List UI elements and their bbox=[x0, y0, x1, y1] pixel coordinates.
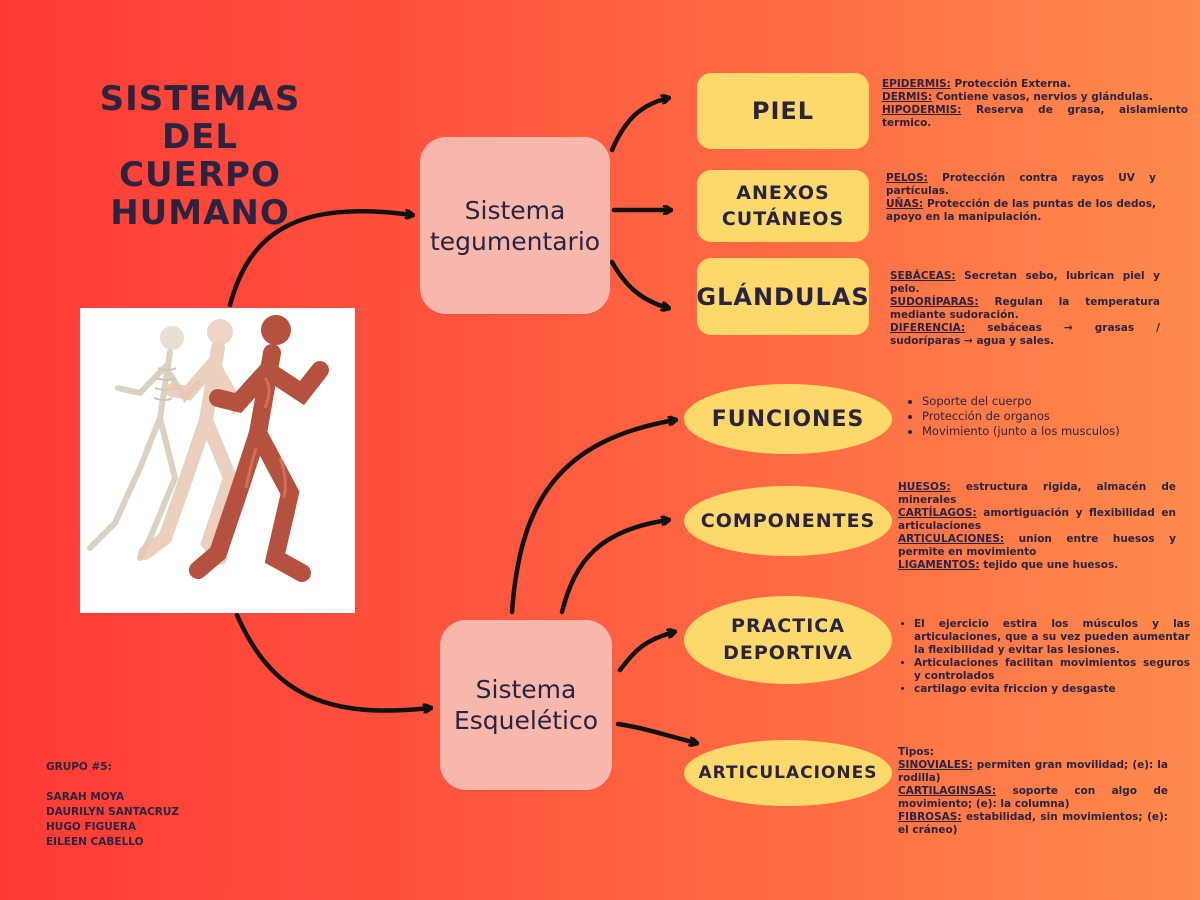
desc-item: UÑAS: Protección de las puntas de los de… bbox=[886, 198, 1156, 223]
group-member: DAURILYN SANTACRUZ bbox=[46, 806, 180, 818]
desc-item: LIGAMENTOS: tejido que une huesos. bbox=[898, 559, 1119, 571]
hub-sistema-esqueletico: Sistema Esquelético bbox=[440, 620, 612, 790]
node-glandulas: GLÁNDULAS bbox=[696, 258, 869, 335]
arrow-to-practica bbox=[617, 632, 674, 673]
arrow-to-articulaciones bbox=[615, 721, 696, 743]
list-item: Protección de organos bbox=[922, 409, 1168, 424]
desc-anexos: PELOS: Protección contra rayos UV y part… bbox=[886, 172, 1156, 224]
list-item: El ejercicio estira los músculos y las a… bbox=[914, 618, 1190, 657]
list-item: cartilago evita friccion y desgaste bbox=[914, 683, 1190, 696]
desc-item: EPIDERMIS: Protección Externa. bbox=[882, 78, 1071, 90]
node-piel: PIEL bbox=[697, 73, 869, 149]
desc-glandulas: SEBÁCEAS: Secretan sebo, lubrican piel y… bbox=[890, 270, 1160, 348]
desc-funciones: Soporte del cuerpo Protección de organos… bbox=[908, 394, 1168, 439]
desc-item: ARTICULACIONES: union entre huesos y per… bbox=[898, 533, 1177, 558]
node-anexos-cutaneos: ANEXOS CUTÁNEOS bbox=[697, 170, 869, 242]
desc-item: HIPODERMIS: Reserva de grasa, aislamient… bbox=[882, 104, 1188, 129]
list-item: Movimiento (junto a los musculos) bbox=[922, 424, 1168, 439]
group-member: SARAH MOYA bbox=[46, 791, 125, 803]
list-item: Articulaciones facilitan movimientos seg… bbox=[914, 657, 1190, 683]
group-heading: GRUPO #5: bbox=[46, 761, 112, 773]
desc-articulaciones: Tipos: SINOVIALES: permiten gran movilid… bbox=[898, 746, 1169, 836]
arrow-to-componentes bbox=[559, 520, 668, 615]
group-member: HUGO FIGUERA bbox=[46, 821, 137, 833]
list-item: Soporte del cuerpo bbox=[922, 394, 1168, 409]
arrow-to-esqueletico bbox=[234, 612, 430, 711]
arrow-to-piel bbox=[609, 98, 668, 153]
node-articulaciones: ARTICULACIONES bbox=[684, 740, 892, 806]
desc-item: SUDORÍPARAS: Regulan la temperatura medi… bbox=[890, 296, 1161, 321]
desc-item: DIFERENCIA: sebáceas → grasas / sudorípa… bbox=[890, 322, 1160, 347]
desc-item: DERMIS: Contiene vasos, nervios y glándu… bbox=[882, 91, 1153, 103]
arrow-to-funciones bbox=[509, 420, 675, 615]
group-credits: GRUPO #5: SARAH MOYA DAURILYN SANTACRUZ … bbox=[46, 760, 266, 850]
node-practica-deportiva: PRACTICA DEPORTIVA bbox=[684, 596, 892, 684]
desc-item: CARTILAGINSAS: soporte con algo de movim… bbox=[898, 785, 1168, 810]
desc-item: PELOS: Protección contra rayos UV y part… bbox=[886, 172, 1157, 197]
desc-item: SEBÁCEAS: Secretan sebo, lubrican piel y… bbox=[890, 270, 1160, 295]
desc-practica-deportiva: El ejercicio estira los músculos y las a… bbox=[900, 618, 1190, 696]
desc-item: HUESOS: estructura rigida, almacén de mi… bbox=[898, 481, 1176, 506]
desc-item: CARTÍLAGOS: amortiguación y flexibilidad… bbox=[898, 507, 1177, 532]
desc-item: SINOVIALES: permiten gran movilidad; (e)… bbox=[898, 759, 1168, 784]
running-anatomy-image bbox=[80, 308, 355, 613]
arrow-to-glandulas bbox=[609, 259, 668, 308]
node-componentes: COMPONENTES bbox=[684, 486, 892, 556]
desc-item: FIBROSAS: estabilidad, sin movimientos; … bbox=[898, 811, 1169, 836]
arrow-to-tegumentario bbox=[227, 209, 412, 308]
hub-sistema-tegumentario: Sistema tegumentario bbox=[420, 137, 610, 314]
desc-piel: EPIDERMIS: Protección Externa. DERMIS: C… bbox=[882, 78, 1188, 130]
node-funciones: FUNCIONES bbox=[684, 384, 892, 454]
group-member: EILEEN CABELLO bbox=[46, 836, 144, 848]
desc-componentes: HUESOS: estructura rigida, almacén de mi… bbox=[898, 481, 1176, 572]
page-title: SISTEMAS DEL CUERPO HUMANO bbox=[99, 79, 301, 233]
anatomy-figures-illustration bbox=[87, 315, 329, 582]
